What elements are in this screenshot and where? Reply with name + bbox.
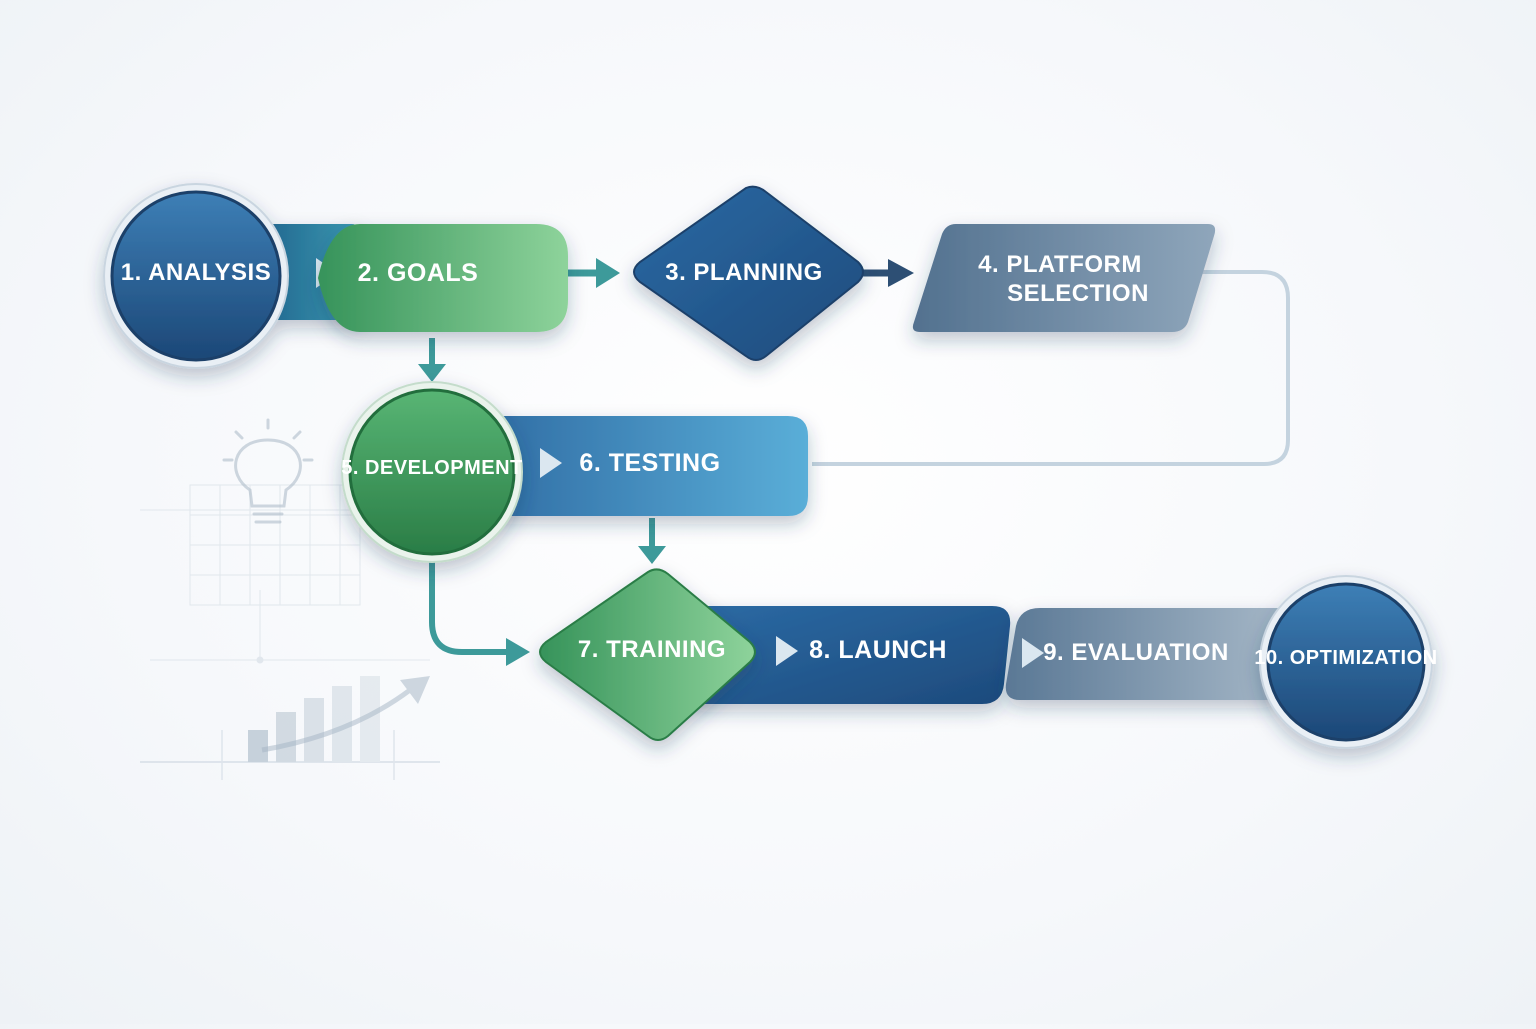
step-1-label: 1. ANALYSIS <box>121 259 271 286</box>
connector-4-to-6 <box>812 270 1290 466</box>
connector-lines <box>418 258 1290 666</box>
trend-arrow-icon <box>261 676 430 753</box>
arrow-5-to-6 <box>540 448 562 478</box>
arrow-5-to-7 <box>429 560 508 655</box>
step-8-label: 8. LAUNCH <box>809 636 947 664</box>
arrow-8-to-9 <box>1022 638 1044 668</box>
step-5-development: 5. DEVELOPMENT <box>341 381 523 563</box>
bar-chart-icon <box>140 676 440 780</box>
step-3-planning: 3. PLANNING <box>633 185 864 361</box>
step-4-label-line2: SELECTION <box>1007 280 1149 307</box>
step-4-platform-selection: 4. PLATFORM SELECTION <box>912 224 1216 332</box>
step-2-label: 2. GOALS <box>358 259 479 287</box>
step-5-label: 5. DEVELOPMENT <box>341 457 522 479</box>
step-6-testing: 6. TESTING <box>470 416 808 516</box>
arrow-7-to-8 <box>776 636 798 666</box>
lightbulb-icon <box>222 418 314 524</box>
step-10-optimization: 10. OPTIMIZATION <box>1254 575 1437 749</box>
step-2-goals: 2. GOALS <box>318 224 568 332</box>
step-3-label: 3. PLANNING <box>665 259 823 286</box>
step-9-label: 9. EVALUATION <box>1043 639 1229 666</box>
step-10-label: 10. OPTIMIZATION <box>1254 647 1437 669</box>
step-7-label: 7. TRAINING <box>578 636 726 663</box>
step-4-label-line1: 4. PLATFORM <box>978 251 1142 278</box>
step-6-label: 6. TESTING <box>579 449 720 477</box>
step-9-evaluation: 9. EVALUATION <box>1005 608 1280 700</box>
step-8-launch: 8. LAUNCH <box>690 606 1011 704</box>
step-7-training: 7. TRAINING <box>539 568 756 741</box>
